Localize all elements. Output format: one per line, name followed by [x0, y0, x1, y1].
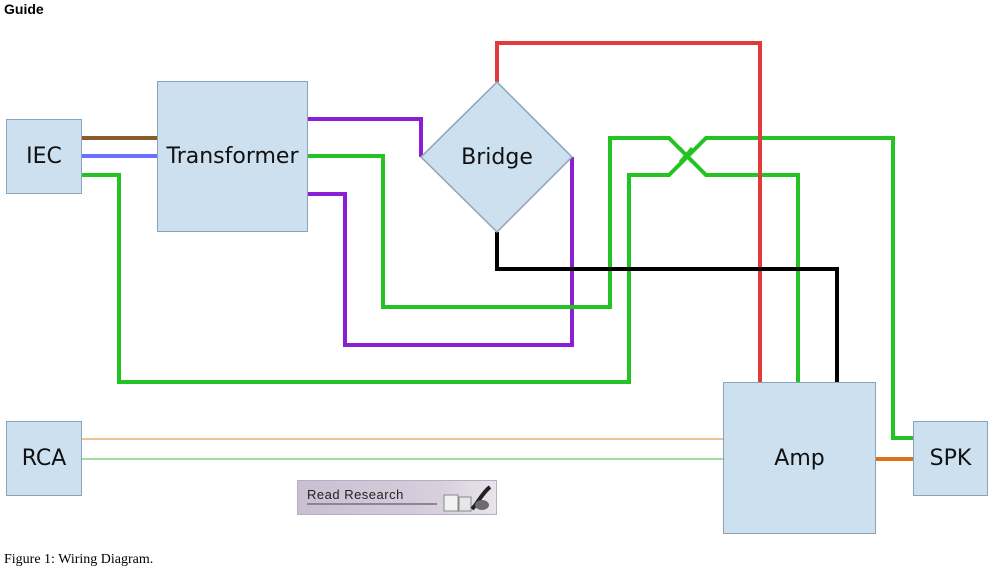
logo-text: Read Research: [307, 487, 404, 502]
figure-caption: Figure 1: Wiring Diagram.: [4, 552, 154, 567]
amp-box: Amp: [723, 382, 876, 534]
bridge-shape: [419, 80, 574, 234]
wire-crossing-mark: [678, 147, 694, 163]
transformer-purple-wire-bottom: [308, 157, 574, 347]
page-title: Guide: [4, 1, 44, 17]
iec-box: IEC: [6, 119, 82, 194]
logo-tagline-bar: [307, 503, 437, 505]
logo-product-icon: [443, 485, 492, 512]
bridge-black-wire: [495, 232, 839, 382]
bridge-label: Bridge: [461, 144, 533, 170]
bridge-label-holder: Bridge: [446, 137, 548, 177]
amp-label: Amp: [774, 445, 825, 471]
transformer-box: Transformer: [157, 81, 308, 232]
spk-label: SPK: [929, 446, 972, 471]
read-research-logo: Read Research: [297, 480, 497, 515]
transformer-label: Transformer: [166, 144, 299, 169]
iec-label: IEC: [26, 144, 62, 169]
rca-label: RCA: [21, 446, 67, 471]
transformer-purple-wire-top: [308, 117, 423, 157]
transformer-green-wire: [308, 136, 800, 382]
bridge-red-wire: [495, 41, 762, 382]
spk-box: SPK: [913, 421, 988, 496]
rca-box: RCA: [6, 421, 82, 496]
iec-earth-wire: [82, 136, 913, 440]
